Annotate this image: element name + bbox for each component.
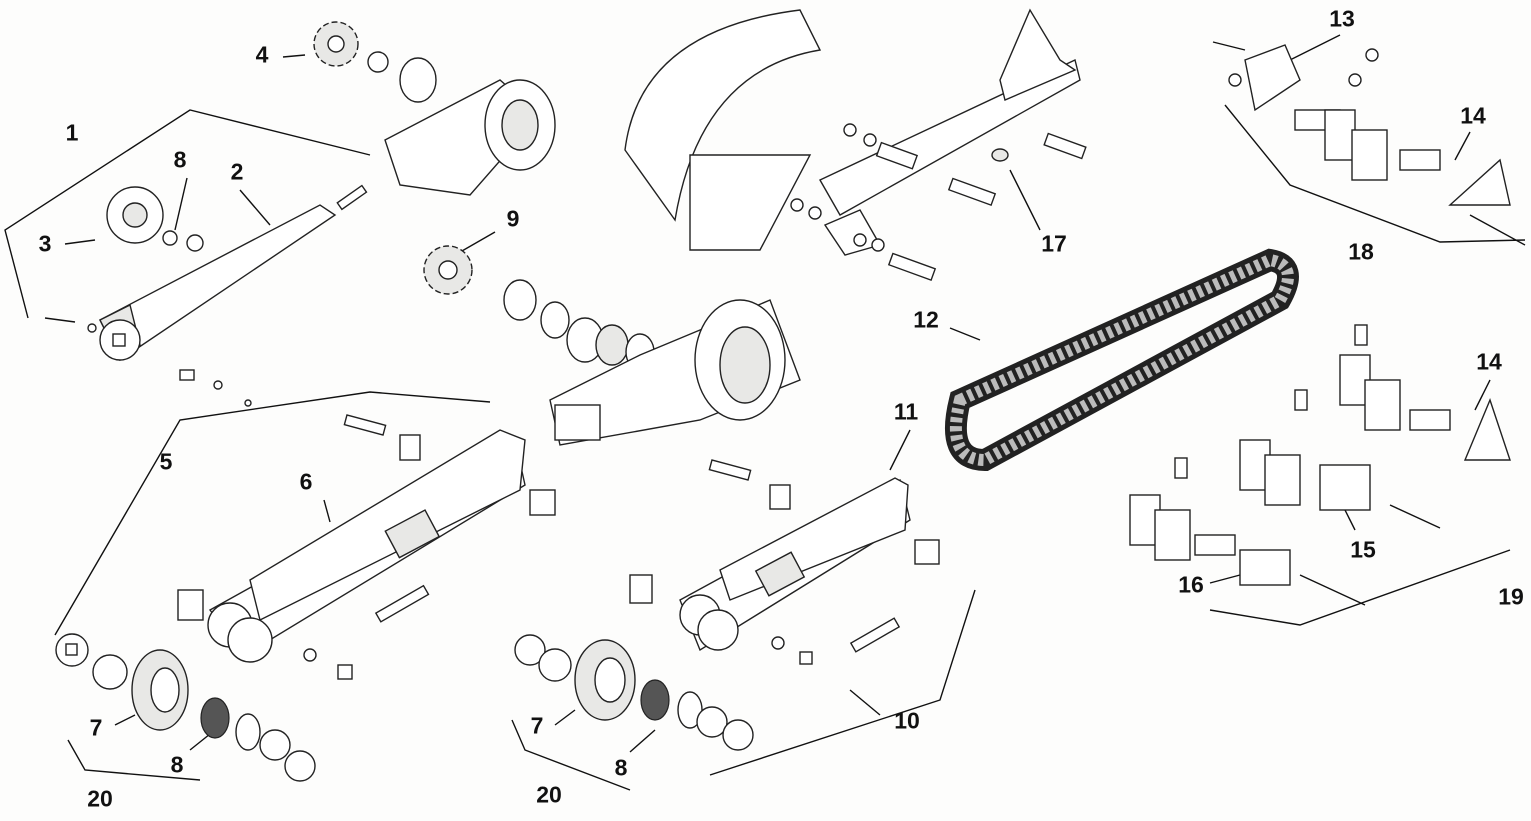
callout-8: 8 [614,754,628,781]
callout-3: 3 [38,230,52,257]
callout-13: 13 [1329,5,1355,32]
callout-7: 7 [530,712,544,739]
idler-arm [44,184,368,407]
callout-20: 20 [87,785,113,812]
callout-19: 19 [1498,583,1524,610]
callout-6: 6 [299,468,313,495]
callout-8: 8 [173,146,187,173]
callout-9: 9 [506,205,520,232]
callout-17: 17 [1041,230,1067,257]
callout-7: 7 [89,714,103,741]
boom-frame-bracket [790,8,1087,282]
callout-10: 10 [894,707,920,734]
callout-11: 11 [893,398,919,425]
drive-sprocket-9-gearbox [423,245,801,446]
wheel-assembly-right [514,634,754,751]
callout-2: 2 [230,158,244,185]
callout-4: 4 [255,41,269,68]
callout-12: 12 [913,306,939,333]
callout-5: 5 [159,448,173,475]
callout-14: 14 [1460,102,1486,129]
callout-16: 16 [1178,571,1204,598]
wheel-assembly-left [55,633,316,782]
boom-6 [177,414,556,680]
chute-guard [624,9,822,251]
callout-1: 1 [65,119,79,146]
drive-sprocket-4 [313,21,556,196]
callout-8: 8 [170,751,184,778]
callout-14: 14 [1476,348,1502,375]
tooth-set-19 [1129,324,1511,606]
tooth-set-18 [1212,41,1526,246]
callout-20: 20 [536,781,562,808]
callout-15: 15 [1350,536,1376,563]
boom-11 [629,459,940,665]
digging-chain-12 [944,248,1299,472]
bracket-lines [4,34,1526,791]
callout-18: 18 [1348,238,1374,265]
